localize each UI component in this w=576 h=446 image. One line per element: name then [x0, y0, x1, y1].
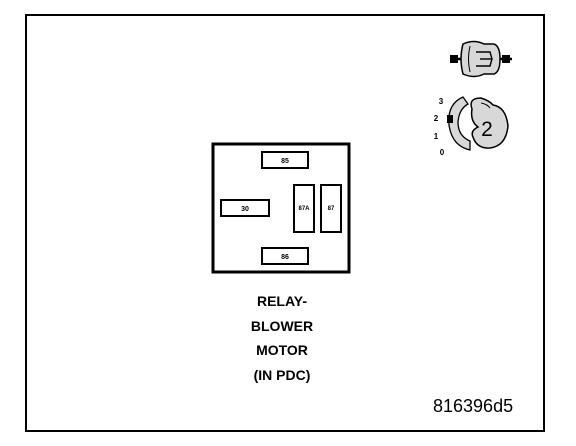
- key-number: 2: [481, 118, 493, 141]
- key-position-1: 1: [434, 132, 439, 141]
- reference-number: 816396d5: [433, 396, 514, 416]
- terminal-86-label: 86: [281, 254, 289, 261]
- terminal-30-label: 30: [241, 206, 249, 213]
- terminal-85-label: 85: [281, 158, 289, 165]
- caption-line-3: MOTOR: [256, 342, 308, 358]
- terminal-30: 30: [220, 199, 270, 217]
- caption-line-1: RELAY-: [256, 293, 308, 309]
- terminal-87-label: 87: [328, 206, 335, 212]
- terminal-87a: 87A: [293, 184, 315, 233]
- caption-line-2: BLOWER: [250, 317, 314, 334]
- terminal-87a-label: 87A: [298, 206, 310, 212]
- terminal-86: 86: [261, 247, 309, 265]
- terminal-87: 87: [320, 184, 342, 233]
- terminal-85: 85: [261, 151, 309, 169]
- ignition-key-icon: 3 2 1 0 2: [434, 96, 509, 157]
- key-position-3: 3: [439, 97, 444, 106]
- relay-caption: RELAY- BLOWER MOTOR (IN PDC): [232, 289, 332, 387]
- key-position-2: 2: [434, 114, 439, 123]
- diagram-frame: [25, 14, 545, 432]
- blower-switch-icon: [450, 40, 512, 78]
- caption-line-4: (IN PDC): [253, 366, 311, 383]
- key-position-0: 0: [440, 148, 445, 157]
